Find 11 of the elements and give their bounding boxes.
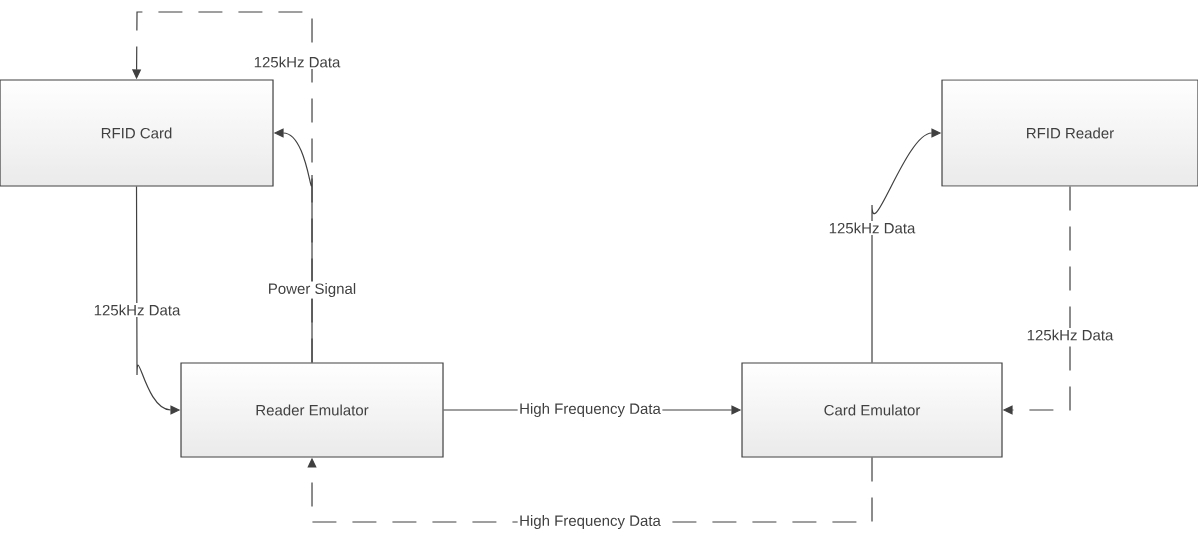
edge-label: 125kHz Data xyxy=(92,303,182,317)
process-box: RFID Card xyxy=(0,79,274,187)
process-box: Card Emulator xyxy=(741,362,1003,458)
process-box: RFID Reader xyxy=(941,79,1198,187)
edge-label: 125kHz Data xyxy=(1025,328,1115,342)
process-box: Reader Emulator xyxy=(180,362,444,458)
edge-label: 125kHz Data xyxy=(827,221,917,235)
edge-label: High Frequency Data xyxy=(517,513,663,531)
edge-label: 125kHz Data xyxy=(252,55,342,69)
edge-label: Power Signal xyxy=(266,281,358,299)
edge-label: High Frequency Data xyxy=(517,401,663,419)
